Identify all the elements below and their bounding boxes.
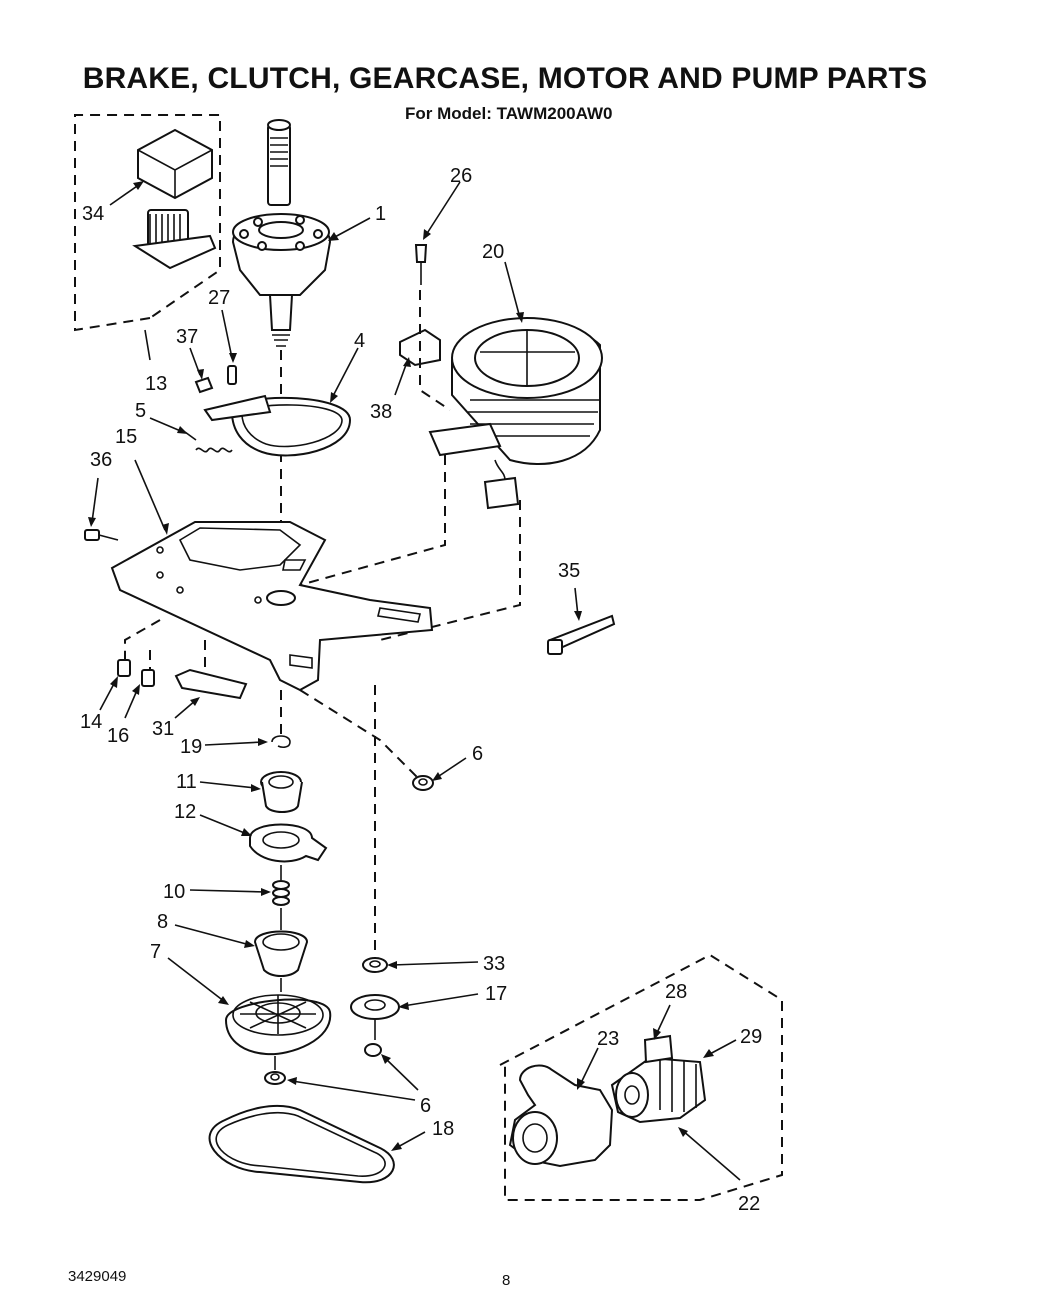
page-number: 8 xyxy=(502,1272,511,1289)
callout-33: 33 xyxy=(483,953,505,975)
callout-20: 20 xyxy=(482,241,504,263)
callout-16: 16 xyxy=(107,725,129,747)
part-6-nut-upper xyxy=(412,775,434,791)
callout-34: 34 xyxy=(82,203,104,225)
parts-14-16-31 xyxy=(117,619,248,700)
callout-37: 37 xyxy=(176,326,198,348)
motor-dash-2 xyxy=(379,500,521,641)
callout-10: 10 xyxy=(163,881,185,903)
document-number: 3429049 xyxy=(68,1268,127,1285)
callout-18: 18 xyxy=(432,1118,454,1140)
callout-4: 4 xyxy=(354,330,365,352)
callout-27: 27 xyxy=(208,287,230,309)
callout-23: 23 xyxy=(597,1028,619,1050)
callout-17: 17 xyxy=(485,983,507,1005)
capacitor-group-box xyxy=(74,114,221,361)
part-35-strap xyxy=(547,614,616,655)
callout-8: 8 xyxy=(157,911,168,933)
clutch-stack xyxy=(224,735,332,1085)
callout-6-lower: 6 xyxy=(420,1095,431,1117)
callout-29: 29 xyxy=(740,1026,762,1048)
page-title: BRAKE, CLUTCH, GEARCASE, MOTOR AND PUMP … xyxy=(82,62,928,95)
callout-1: 1 xyxy=(375,203,386,225)
callout-11: 11 xyxy=(176,771,197,793)
callout-6-upper: 6 xyxy=(472,743,483,765)
callout-13: 13 xyxy=(145,373,167,395)
part-36-screw xyxy=(84,529,119,541)
motor-dash-1 xyxy=(299,455,446,586)
base-to-nut-dash xyxy=(299,689,421,781)
part-22-pump-group xyxy=(499,953,783,1201)
parts-33-17-6-stack xyxy=(350,957,400,1057)
part-4-brake-assembly xyxy=(184,365,352,457)
callout-19: 19 xyxy=(180,736,202,758)
motor-dash-3 xyxy=(419,290,451,411)
model-subtitle: For Model: TAWM200AW0 xyxy=(405,104,613,123)
callout-31: 31 xyxy=(152,718,174,740)
callout-15: 15 xyxy=(115,426,137,448)
part-15-base-plate xyxy=(110,521,434,692)
part-34-capacitor xyxy=(132,128,217,270)
callout-22: 22 xyxy=(738,1193,760,1215)
callout-26: 26 xyxy=(450,165,472,187)
callout-7: 7 xyxy=(150,941,161,963)
part-18-belt xyxy=(208,1104,395,1184)
part-20-motor xyxy=(399,244,603,510)
callout-12: 12 xyxy=(174,801,196,823)
callout-labels: 34 1 26 20 27 37 4 13 38 5 15 36 35 14 1… xyxy=(80,165,762,1215)
callout-36: 36 xyxy=(90,449,112,471)
part-1-gearcase xyxy=(231,119,332,347)
callout-35: 35 xyxy=(558,560,580,582)
callout-14: 14 xyxy=(80,711,102,733)
callout-leaders xyxy=(88,181,741,1181)
callout-28: 28 xyxy=(665,981,687,1003)
callout-38: 38 xyxy=(370,401,392,423)
callout-5: 5 xyxy=(135,400,146,422)
